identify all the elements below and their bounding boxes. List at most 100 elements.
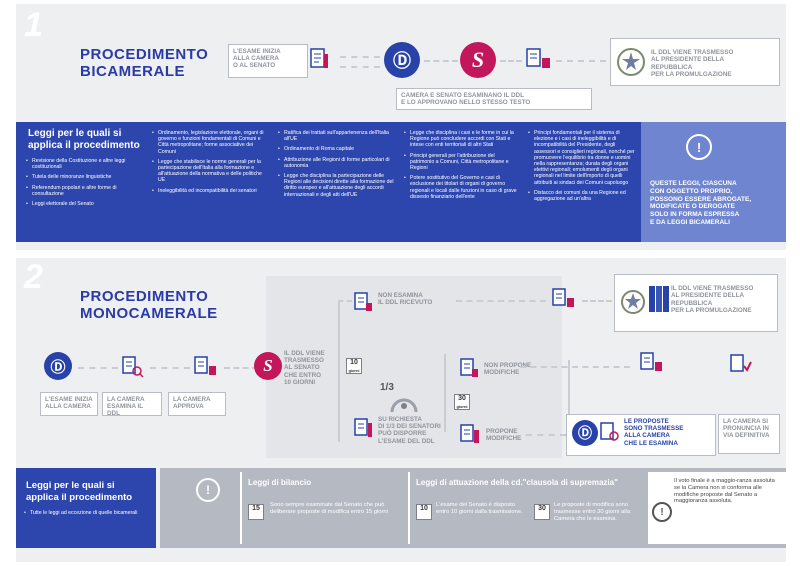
law-item: Tutte le leggi ad eccezione di quelle bi…: [24, 510, 144, 516]
flow-arrow: [582, 300, 612, 302]
final-note-text: Il voto finale è a maggio-ranza assoluta…: [674, 478, 775, 505]
su-richiesta-text: SU RICHIESTA DI 1/3 DEI SENATORI PUÒ DIS…: [378, 416, 441, 445]
camera-logo-icon: Ⓓ: [384, 42, 420, 78]
final-box-text: IL DDL VIENE TRASMESSO AL PRESIDENTE DEL…: [671, 285, 754, 314]
laws-header: Leggi per le quali si applica il procedi…: [26, 480, 133, 503]
final-box: IL DDL VIENE TRASMESSO AL PRESIDENTE DEL…: [610, 38, 780, 86]
senato-logo-icon: S: [460, 42, 496, 78]
non-esamina-text: NON ESAMINA IL DDL RICEVUTO: [378, 292, 433, 307]
final-box: IL DDL VIENE TRASMESSO AL PRESIDENTE DEL…: [614, 274, 778, 332]
laws-note: QUESTE LEGGI, CIASCUNA CON OGGETTO PROPR…: [650, 180, 752, 226]
camera-definitive-box: LA CAMERA SI PRONUNCIA IN VIA DEFINITIVA: [718, 414, 780, 454]
panel-title: PROCEDIMENTO MONOCAMERALE: [80, 288, 218, 322]
attuazione-text-2: Le proposte di modifica sono trasmesse e…: [554, 502, 631, 522]
calendar-10-icon: 10: [416, 504, 432, 520]
divider: [240, 472, 242, 544]
calendar-30-value: 30: [458, 395, 466, 402]
calendar-15-icon: 15: [248, 504, 264, 520]
emblem-icon: [621, 290, 645, 314]
senate-area: [266, 276, 562, 458]
flow-arrow: [340, 66, 380, 68]
laws-list: Tutte le leggi ad eccezione di quelle bi…: [24, 510, 144, 520]
calendar-10-icon: 10 giorni: [346, 358, 362, 374]
bilancio-title: Leggi di bilancio: [248, 478, 312, 487]
laws-col-5: Principi fondamentali per il sistema di …: [528, 130, 638, 206]
flow-arrow: [224, 367, 258, 369]
approve-document-icon: [194, 356, 216, 375]
flow-arrow: [500, 60, 522, 62]
calendar-30-label: giorni: [456, 404, 468, 409]
bilancio-text: Sono sempre esaminate dal Senato che può…: [270, 502, 388, 515]
calendar-10-label: giorni: [348, 368, 360, 373]
document-edit-icon: [354, 418, 372, 437]
panel-title: PROCEDIMENTO BICAMERALE: [80, 46, 209, 80]
both-chambers-box: CAMERA E SENATO ESAMINANO IL DDL E LO AP…: [396, 88, 592, 110]
laws-col-4: Legge che disciplina i casi e le forme i…: [404, 130, 520, 204]
panel-number: 1: [24, 6, 43, 44]
start-box: L'ESAME INIZIA ALLA CAMERA O AL SENATO: [228, 44, 308, 78]
document-edit-icon: [460, 424, 479, 443]
step-examine-box: LA CAMERA ESAMINA IL DDL: [102, 392, 162, 417]
calendar-30-icon: 30: [534, 504, 550, 520]
law-item: Principi fondamentali per il sistema di …: [528, 130, 638, 186]
law-item: Attribuzione alle Regioni di forme parti…: [278, 157, 394, 169]
law-item: Leggi elettorale del Senato: [26, 201, 142, 207]
branch-line: [338, 300, 340, 442]
flow-arrow: [520, 366, 630, 368]
flow-arrow: [150, 367, 190, 369]
camera-logo-icon: Ⓓ: [44, 352, 72, 380]
approve-check-icon: [730, 354, 752, 372]
proposte-text: LE PROPOSTE SONO TRASMESSE ALLA CAMERA C…: [624, 418, 684, 447]
flow-arrow: [424, 60, 458, 62]
law-item: Ordinamento, legislazione elettorale, or…: [152, 130, 268, 155]
step-start-box: L'ESAME INIZIA ALLA CAMERA: [40, 392, 98, 416]
flow-arrow: [338, 300, 352, 302]
law-item: Legge che disciplina i casi e le forme i…: [404, 130, 520, 149]
document-icon: [354, 292, 372, 311]
senators-group-icon: [390, 398, 418, 413]
document-icon: [460, 358, 478, 377]
non-propone-text: NON PROPONE MODIFICHE: [484, 362, 532, 377]
flow-arrow: [78, 367, 118, 369]
warning-icon: !: [652, 502, 672, 522]
attuazione-title: Leggi di attuazione della cd."clausola d…: [416, 478, 618, 487]
document-edit-icon: [310, 48, 328, 68]
warning-icon: !: [686, 134, 712, 160]
approve-document-icon: [640, 352, 662, 371]
document-search-icon: [122, 356, 144, 378]
laws-col-1: Revisione della Costituzione e altre leg…: [26, 158, 142, 211]
flow-arrow: [340, 56, 380, 58]
panel-number: 2: [24, 258, 43, 296]
emblem-icon: [617, 48, 645, 76]
document-search-icon: [600, 422, 619, 441]
law-item: Revisione della Costituzione e altre leg…: [26, 158, 142, 170]
senate-box-text: IL DDL VIENE TRASMESSO AL SENATO CHE ENT…: [284, 350, 325, 386]
step-approve-box: LA CAMERA APPROVA: [168, 392, 226, 416]
calendar-10-value: 10: [350, 359, 358, 366]
flow-arrow: [556, 60, 606, 62]
camera-logo-icon: Ⓓ: [572, 420, 598, 446]
law-item: Legge che stabilisce le norme generali p…: [152, 159, 268, 184]
laws-band-blue: [16, 468, 156, 548]
law-item: Legge che disciplina la partecipazione d…: [278, 173, 394, 198]
books-icon: [649, 286, 669, 312]
branch-line: [444, 354, 446, 432]
final-box-text: IL DDL VIENE TRASMESSO AL PRESIDENTE DEL…: [651, 49, 734, 78]
propone-text: PROPONE MODIFICHE: [486, 428, 522, 443]
law-item: Referendum popolari e altre forme di con…: [26, 185, 142, 197]
law-item: Ordinamento di Roma capitale: [278, 146, 394, 152]
law-item: Potere sostitutivo del Governo e casi di…: [404, 175, 520, 200]
divider: [408, 472, 410, 544]
branch-line: [568, 360, 570, 430]
laws-col-2: Ordinamento, legislazione elettorale, or…: [152, 130, 268, 198]
flow-arrow: [456, 300, 546, 302]
laws-col-3: Ratifica dei trattati sull'appartenenza …: [278, 130, 394, 202]
approve-document-icon: [552, 288, 574, 307]
law-item: Principi generali per l'attribuzione del…: [404, 153, 520, 172]
laws-header: Leggi per le quali si applica il procedi…: [28, 128, 140, 151]
senato-logo-icon: S: [254, 352, 282, 380]
attuazione-text-1: L'esame del Senato è disposto entro 10 g…: [436, 502, 523, 515]
flow-arrow: [526, 434, 566, 436]
bicameral-panel: 1 PROCEDIMENTO BICAMERALE L'ESAME INIZIA…: [16, 4, 786, 250]
laws-band-note: [641, 122, 786, 242]
